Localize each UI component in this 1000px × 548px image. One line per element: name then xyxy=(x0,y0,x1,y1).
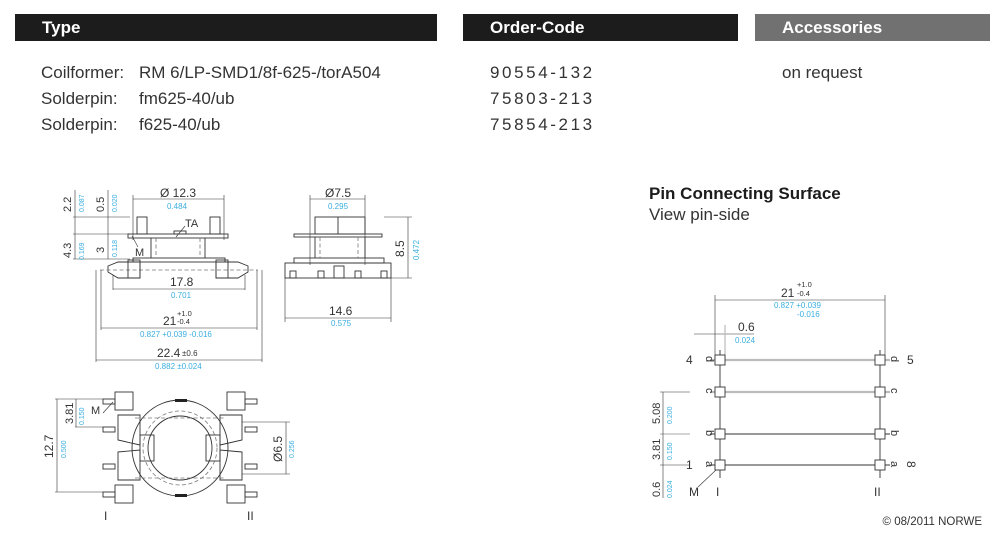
top-side-right: II xyxy=(247,509,254,523)
front-h2-mm: 0.5 xyxy=(95,197,107,212)
front-h3-mm: 4.3 xyxy=(62,243,74,258)
front-h2-inch: 0.020 xyxy=(112,194,119,212)
pin-letter-a-left: a xyxy=(703,461,715,468)
side-height-inch: 0.472 xyxy=(412,239,421,260)
front-dia-mm: Ø 12.3 xyxy=(160,186,196,200)
pin-surface-drawing: 21 +1.0 -0.4 0.827 +0.039 -0.016 0.6 0.0… xyxy=(651,280,918,499)
front-h4-inch: 0.118 xyxy=(112,240,119,257)
front-view-drawing: Ø 12.3 0.484 TA 2.2 0.087 0.5 0.020 4.3 … xyxy=(62,186,263,371)
pin-total-inch-minus: -0.016 xyxy=(797,310,820,319)
type-value: f625-40/ub xyxy=(139,115,221,134)
pin-spacing2-mm: 3.81 xyxy=(651,439,663,460)
front-w3-tol: ±0.6 xyxy=(182,349,198,358)
front-dia-inch: 0.484 xyxy=(167,202,188,211)
accessory-value: on request xyxy=(782,63,863,82)
pin-offset-mm: 0.6 xyxy=(738,320,755,334)
top-dia-mm: Ø6.5 xyxy=(271,436,285,462)
front-w2-tol-plus: +1.0 xyxy=(177,309,192,318)
pin-letter-b-left: b xyxy=(703,430,715,436)
front-w3-mm: 22.4 xyxy=(157,346,181,360)
top-span-inch: 0.500 xyxy=(61,440,68,458)
pin-spacing3-inch: 0.024 xyxy=(667,480,674,498)
front-h1-inch: 0.087 xyxy=(79,194,86,212)
front-w1-mm: 17.8 xyxy=(170,275,194,289)
pin-letter-c-right: c xyxy=(888,388,900,394)
pin-surface-subtitle: View pin-side xyxy=(649,205,750,224)
top-pitch-mm: 3.81 xyxy=(64,403,76,424)
front-w2-mm: 21 xyxy=(163,314,177,328)
front-ta-label: TA xyxy=(185,218,199,230)
header-accessories: Accessories xyxy=(755,14,990,41)
pin-number-4: 4 xyxy=(686,353,693,367)
top-span-mm: 12.7 xyxy=(42,434,56,458)
pin-total-tol-minus: -0.4 xyxy=(797,289,810,298)
copyright: © 08/2011 NORWE xyxy=(882,516,982,528)
type-row: Coilformer: RM 6/LP-SMD1/8f-625-/torA504 xyxy=(41,60,381,86)
side-dia-inch: 0.295 xyxy=(328,202,349,211)
side-dia-mm: Ø7.5 xyxy=(325,186,351,200)
side-view-drawing: Ø7.5 0.295 8.5 0.472 14.6 0.575 xyxy=(284,186,421,328)
type-label: Coilformer: xyxy=(41,63,125,82)
pin-letter-d-right: d xyxy=(888,356,900,362)
type-label: Solderpin: xyxy=(41,89,118,108)
pin-spacing2-inch: 0.150 xyxy=(667,442,674,460)
front-w1-inch: 0.701 xyxy=(171,291,192,300)
pin-side-left: I xyxy=(716,485,719,499)
pin-letter-c-left: c xyxy=(703,388,715,394)
type-value: fm625-40/ub xyxy=(139,89,235,108)
front-w2-tol-minus: -0.4 xyxy=(177,317,190,326)
pin-spacing1-mm: 5.08 xyxy=(651,403,663,424)
pin-total-tol-plus: +1.0 xyxy=(797,280,812,289)
pin-letter-d-left: d xyxy=(703,356,715,362)
pin-letter-a-right: a xyxy=(888,461,900,468)
pin-total-mm: 21 xyxy=(781,286,795,300)
pin-letter-b-right: b xyxy=(888,430,900,436)
order-code: 75803-213 xyxy=(490,89,595,108)
header-type: Type xyxy=(15,14,437,41)
front-h3-inch: 0.169 xyxy=(79,242,86,260)
pin-total-inch: 0.827 +0.039 xyxy=(774,301,821,310)
side-height-mm: 8.5 xyxy=(393,240,407,257)
top-view-drawing: 3.81 0.150 12.7 0.500 M Ø6.5 0.256 I II xyxy=(42,391,296,523)
side-width-mm: 14.6 xyxy=(329,304,353,318)
pin-marker-m: M xyxy=(689,485,699,499)
top-dia-inch: 0.256 xyxy=(289,440,296,458)
pin-side-right: II xyxy=(874,485,881,499)
front-w3-inch: 0.882 ±0.024 xyxy=(155,362,202,371)
front-m-label: M xyxy=(135,247,144,259)
order-code: 75854-213 xyxy=(490,115,595,134)
pin-surface-title: Pin Connecting Surface xyxy=(649,184,841,203)
front-w2-inch: 0.827 +0.039 -0.016 xyxy=(140,330,212,339)
front-h1-mm: 2.2 xyxy=(62,197,74,212)
front-h4-mm: 3 xyxy=(95,247,107,253)
order-code: 90554-132 xyxy=(490,63,595,82)
pin-spacing3-mm: 0.6 xyxy=(651,482,663,497)
header-order-code: Order-Code xyxy=(463,14,738,41)
type-label: Solderpin: xyxy=(41,115,118,134)
top-pitch-inch: 0.150 xyxy=(79,407,86,425)
pin-offset-inch: 0.024 xyxy=(735,336,756,345)
top-m-label: M xyxy=(91,405,100,417)
pin-number-8: 8 xyxy=(904,461,918,468)
type-row: Solderpin: f625-40/ub xyxy=(41,112,220,138)
type-row: Solderpin: fm625-40/ub xyxy=(41,86,234,112)
side-width-inch: 0.575 xyxy=(331,319,352,328)
top-side-left: I xyxy=(104,509,107,523)
pin-number-5: 5 xyxy=(907,353,914,367)
pin-spacing1-inch: 0.200 xyxy=(667,406,674,424)
type-value: RM 6/LP-SMD1/8f-625-/torA504 xyxy=(139,63,381,82)
